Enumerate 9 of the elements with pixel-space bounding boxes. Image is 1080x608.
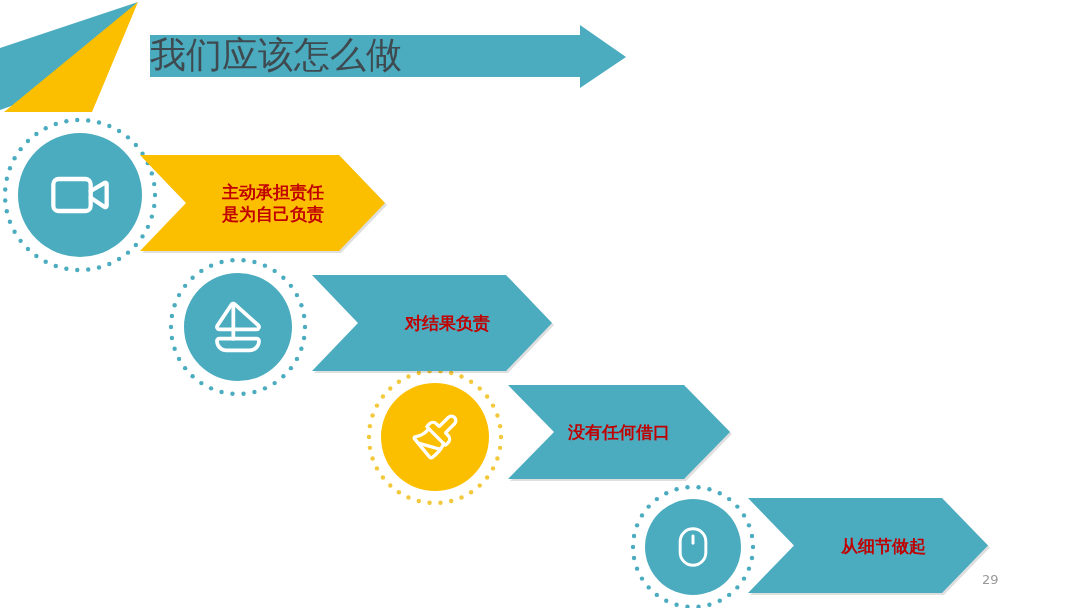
page-number: 29 (982, 571, 999, 589)
step-text: 没有任何借口 (567, 421, 671, 443)
chevron-shape (312, 275, 555, 374)
chevron-shape (508, 385, 733, 482)
step-text: 对结果负责 (403, 312, 491, 334)
chevron-shape (140, 155, 388, 254)
title: 我们应该怎么做 (150, 33, 402, 77)
step-text: 主动承担责任是为自己负责 (220, 181, 325, 225)
step-text: 从细节做起 (839, 534, 927, 557)
